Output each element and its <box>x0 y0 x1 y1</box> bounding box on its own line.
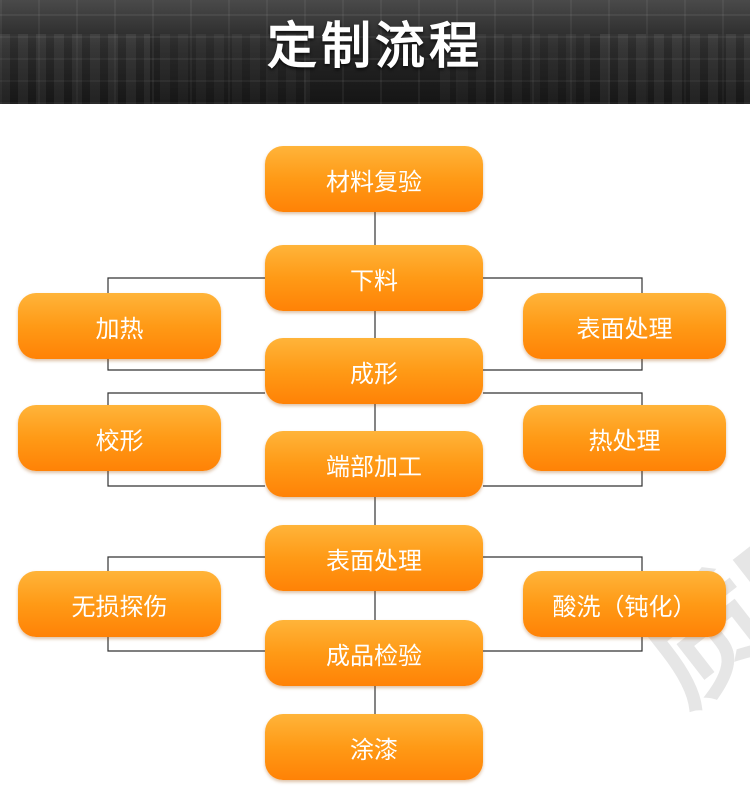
side-step-pickling: 酸洗（钝化） <box>523 571 726 637</box>
step-material-recheck: 材料复验 <box>265 146 483 212</box>
page-title: 定制流程 <box>267 17 483 75</box>
side-step-ndt: 无损探伤 <box>18 571 221 637</box>
step-end-machining: 端部加工 <box>265 431 483 497</box>
step-cutting: 下料 <box>265 245 483 311</box>
step-painting: 涂漆 <box>265 714 483 780</box>
side-step-heat-treatment: 热处理 <box>523 405 726 471</box>
side-step-straightening: 校形 <box>18 405 221 471</box>
side-step-heating: 加热 <box>18 293 221 359</box>
side-step-surface-treatment: 表面处理 <box>523 293 726 359</box>
step-forming: 成形 <box>265 338 483 404</box>
header-banner: 定制流程 <box>0 0 750 104</box>
step-final-inspection: 成品检验 <box>265 620 483 686</box>
warehouse-shelf <box>160 34 310 104</box>
warehouse-shelf <box>440 34 590 104</box>
warehouse-shelf-right <box>600 34 750 104</box>
step-surface-treatment: 表面处理 <box>265 525 483 591</box>
warehouse-shelf-left <box>0 34 150 104</box>
